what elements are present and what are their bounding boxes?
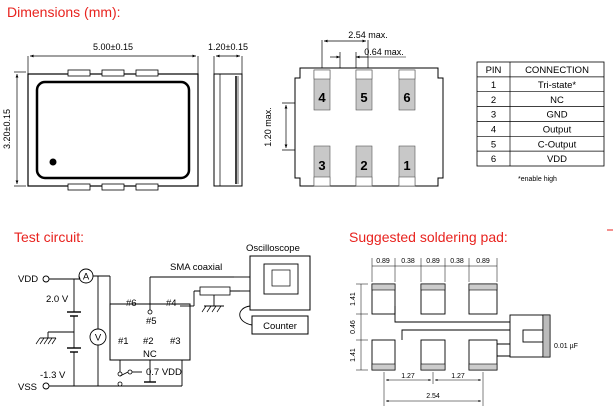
table-cell: 1 (491, 80, 496, 91)
height-dimension: 3.20±0.15 (2, 109, 12, 149)
table-cell: Output (543, 125, 572, 136)
table-cell: VDD (547, 154, 567, 165)
pin-connection-table: PIN CONNECTION 1 Tri-state* 2 NC 3 GND 4… (476, 61, 605, 183)
pin6-label: #6 (126, 298, 137, 309)
pin1-marker-dot (49, 158, 57, 166)
oscilloscope-label: Oscilloscope (246, 243, 300, 254)
source-neg-1v3-label: -1.3 V (40, 370, 66, 381)
table-cell: 6 (491, 154, 496, 165)
package-bottom-view: 2.54 max. 0.64 max. 1.20 max. 4 5 6 3 (263, 30, 444, 187)
pin3-label: #3 (170, 336, 181, 347)
voltmeter-label: V (95, 333, 102, 344)
vdd-label: VDD (18, 274, 38, 285)
dimensions-title: Dimensions (mm): (7, 4, 121, 20)
bottom-view-pin-6: 6 (403, 90, 410, 105)
pad-dim: 0.89 (376, 258, 390, 265)
pad-dim: 0.89 (426, 258, 440, 265)
pin1-label: #1 (118, 336, 129, 347)
pad-dim: 0.38 (450, 258, 464, 265)
table-cell: Tri-state* (538, 80, 576, 91)
pad-height-dim: 1.41 (350, 348, 357, 362)
capacitor-label: 0.01 µF (554, 343, 578, 350)
soldering-pad-layout: 0.89 0.38 0.89 0.38 0.89 1.41 0.46 1.41 … (350, 258, 578, 406)
package-top-view: 5.00±0.15 3.20±0.15 (2, 42, 199, 191)
pad-gap-dimension: 1.20 max. (263, 107, 273, 147)
pin5-label: #5 (146, 316, 157, 327)
coax-connector (199, 286, 231, 296)
table-cell: NC (550, 95, 564, 106)
table-cell: 5 (491, 139, 496, 150)
pad-width-dimension: 0.64 max. (364, 47, 404, 57)
bottom-view-pin-3: 3 (318, 158, 325, 173)
package-side-view: 1.20±0.15 (208, 42, 248, 187)
pin4-label: #4 (166, 298, 177, 309)
v07-label: 0.7 VDD (146, 367, 182, 378)
bottom-view-pin-4: 4 (318, 90, 326, 105)
bottom-view-pin-1: 1 (403, 158, 410, 173)
bottom-view-pin-2: 2 (360, 158, 367, 173)
table-cell: C-Output (538, 139, 577, 150)
pad-pitch-dim: 1.27 (401, 373, 415, 380)
table-header-pin: PIN (486, 65, 502, 76)
table-footnote: *enable high (518, 176, 557, 183)
pad-total-dim: 2.54 (426, 393, 440, 400)
bottom-view-pin-5: 5 (360, 90, 367, 105)
pitch-dimension: 2.54 max. (348, 30, 388, 40)
pad-pitch-dim: 1.27 (451, 373, 465, 380)
pad-height-dim: 1.41 (350, 292, 357, 306)
pad-gap-dim: 0.46 (350, 320, 357, 334)
soldering-pad-title: Suggested soldering pad: (349, 229, 508, 245)
table-cell: GND (546, 110, 567, 121)
nc-label: NC (143, 349, 157, 360)
table-cell: 2 (491, 95, 496, 106)
table-cell: 4 (491, 125, 496, 136)
ammeter-label: A (83, 272, 90, 283)
table-header-connection: CONNECTION (525, 65, 589, 76)
pin2-label: #2 (143, 336, 154, 347)
counter-label: Counter (263, 321, 297, 332)
pad-dim: 0.89 (476, 258, 490, 265)
table-cell: 3 (491, 110, 496, 121)
test-circuit-title: Test circuit: (14, 229, 85, 245)
vss-label: VSS (18, 382, 37, 393)
thickness-dimension: 1.20±0.15 (208, 42, 248, 52)
source-2v-label: 2.0 V (46, 294, 69, 305)
pad-dim: 0.38 (401, 258, 415, 265)
width-dimension: 5.00±0.15 (93, 42, 133, 52)
test-circuit: VDD A 2.0 V -1.3 V VSS V (18, 243, 311, 393)
sma-coaxial-label: SMA coaxial (170, 262, 222, 273)
